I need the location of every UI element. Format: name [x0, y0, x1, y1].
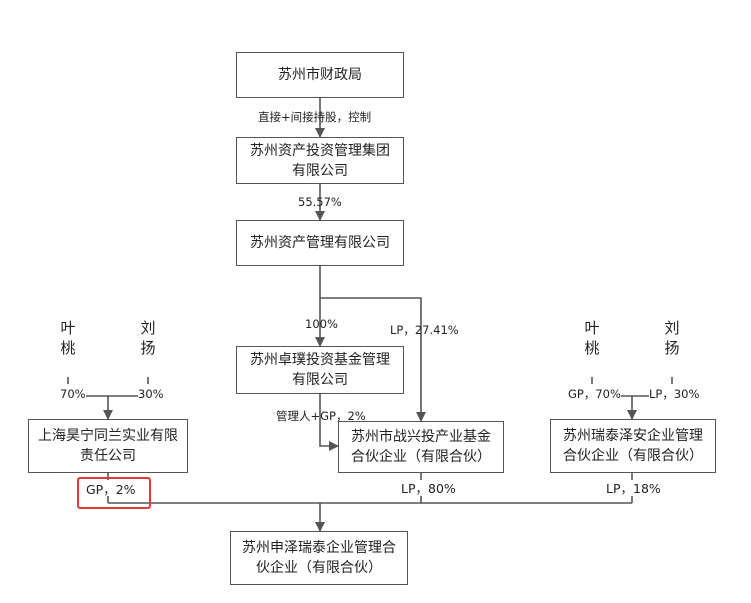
- node-finance-bureau: 苏州市财政局: [236, 52, 404, 98]
- node-label: 伙企业（有限合伙）: [256, 560, 382, 576]
- person-char: 桃: [60, 339, 76, 357]
- edge-label-liu-left-share: 30%: [138, 387, 164, 401]
- node-haotong-industrial: 上海昊宁同兰实业有限 责任公司: [28, 419, 188, 473]
- node-asset-investment-group: 苏州资产投资管理集团 有限公司: [236, 137, 404, 184]
- node-shenze-ruitai-partnership: 苏州申泽瑞泰企业管理合 伙企业（有限合伙）: [230, 531, 408, 585]
- person-char: 叶: [584, 319, 600, 337]
- edge-label-ye-right-share: GP，70%: [568, 387, 621, 401]
- edge-label-lp-2741: LP，27.41%: [390, 323, 459, 337]
- person-char: 刘: [664, 319, 680, 337]
- node-label: 上海昊宁同兰实业有限: [38, 428, 178, 444]
- person-char: 扬: [664, 339, 680, 357]
- edge-label-zhuopu-share: 100%: [305, 317, 338, 331]
- person-char: 扬: [140, 339, 156, 357]
- node-asset-management: 苏州资产管理有限公司: [236, 220, 404, 266]
- edge-label-ye-left-share: 70%: [60, 387, 86, 401]
- node-ruitai-zean-partnership: 苏州瑞泰泽安企业管理 合伙企业（有限合伙）: [550, 419, 716, 473]
- node-zhuopu-fund-management: 苏州卓璞投资基金管理 有限公司: [236, 346, 404, 394]
- person-char: 叶: [60, 319, 76, 337]
- node-label: 苏州市财政局: [278, 67, 362, 83]
- person-char: 桃: [584, 339, 600, 357]
- person-liu-left: 刘 扬: [139, 318, 157, 358]
- edge-label-group-share: 55.57%: [298, 195, 342, 209]
- node-label: 合伙企业（有限合伙）: [563, 448, 703, 464]
- node-label: 有限公司: [292, 162, 348, 179]
- node-zhanxing-industry-fund: 苏州市战兴投产业基金 合伙企业（有限合伙）: [338, 421, 504, 473]
- node-label: 合伙企业（有限合伙）: [351, 449, 491, 465]
- person-char: 刘: [140, 319, 156, 337]
- node-label: 有限公司: [292, 372, 348, 388]
- person-liu-right: 刘 扬: [663, 318, 681, 358]
- node-label: 苏州资产管理有限公司: [250, 235, 390, 251]
- edge-label-haotong-gp: GP，2%: [86, 482, 136, 497]
- edge-label-manager-gp: 管理人+GP，2%: [276, 409, 366, 423]
- person-ye-right: 叶 桃: [583, 318, 601, 358]
- node-label: 苏州市战兴投产业基金: [351, 429, 491, 445]
- edge-label-control: 直接+间接持股，控制: [258, 110, 372, 124]
- edge-label-zhanxing-lp: LP，80%: [401, 481, 456, 496]
- highlight-box: [77, 477, 151, 509]
- node-label: 责任公司: [80, 448, 136, 464]
- node-label: 苏州卓璞投资基金管理: [250, 352, 390, 368]
- edge-label-ruitai-lp: LP，18%: [606, 481, 661, 496]
- node-label: 苏州瑞泰泽安企业管理: [563, 428, 703, 444]
- node-label: 苏州申泽瑞泰企业管理合: [242, 540, 396, 556]
- node-label: 苏州资产投资管理集团: [250, 142, 390, 159]
- person-ye-left: 叶 桃: [59, 318, 77, 358]
- edge-label-liu-right-share: LP，30%: [649, 387, 700, 401]
